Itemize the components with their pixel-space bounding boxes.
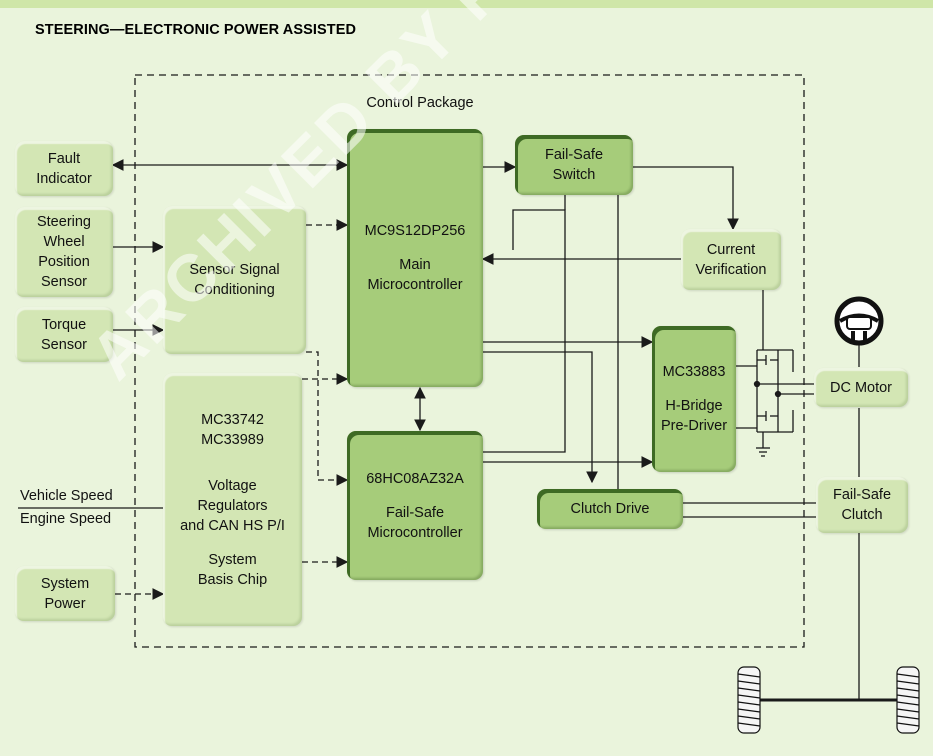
wire-switch-current [633,166,739,231]
tire-left-icon [737,666,761,734]
clutch-drive-block: Clutch Drive [537,489,683,529]
vehicle-speed-label: Vehicle Speed [20,488,113,504]
steering-wheel-icon [834,296,884,346]
dc-motor-block: DC Motor [814,368,908,407]
engine-speed-label: Engine Speed [20,511,112,527]
page-title: STEERING—ELECTRONIC POWER ASSISTED [35,22,357,38]
control-package-boundary [134,74,805,648]
wire-failsafe-main [483,209,566,453]
top-band [0,0,933,8]
control-package-label: Control Package [366,95,474,111]
wire-cond-failsafe [306,351,349,486]
h-bridge-schematic [736,349,814,457]
wire-main-clutch [483,351,598,484]
tire-right-icon [896,666,920,734]
